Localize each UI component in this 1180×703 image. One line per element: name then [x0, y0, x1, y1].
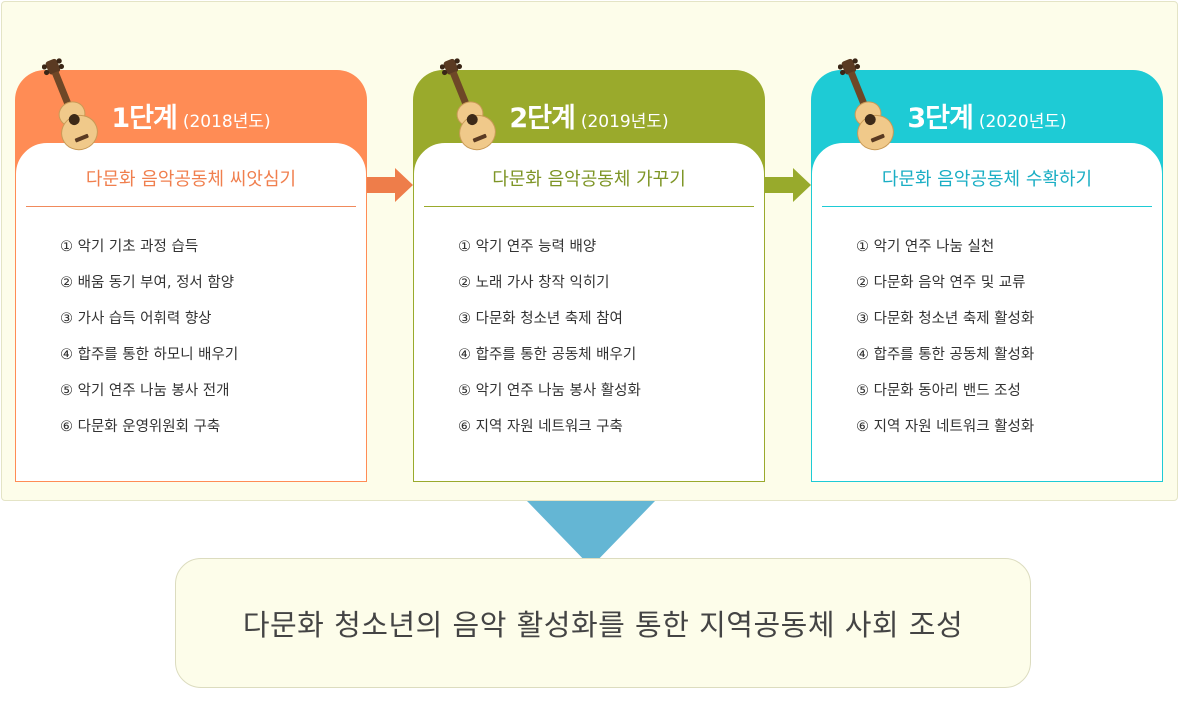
- ukulele-icon: [838, 58, 894, 151]
- list-item: ② 다문화 음악 연주 및 교류: [856, 275, 1026, 291]
- result-text: 다문화 청소년의 음악 활성화를 통한 지역공동체 사회 조성: [242, 608, 964, 642]
- stage-3-subtitle: 다문화 음악공동체 수확하기: [822, 165, 1152, 207]
- stage-2-level: 2단계: [509, 103, 575, 134]
- list-item: ⑤ 다문화 동아리 밴드 조성: [856, 383, 1021, 399]
- stage-3-year: (2020년도): [978, 112, 1067, 132]
- right-arrow-icon: [367, 168, 413, 202]
- list-item: ⑥ 다문화 운영위원회 구축: [60, 419, 221, 435]
- ukulele-icon: [440, 58, 496, 151]
- stage-2-subtitle: 다문화 음악공동체 가꾸기: [424, 165, 754, 207]
- list-item: ① 악기 기초 과정 습득: [60, 239, 199, 255]
- stage-2-body: 다문화 음악공동체 가꾸기 ① 악기 연주 능력 배양 ② 노래 가사 창작 익…: [413, 142, 765, 482]
- stage-1-body: 다문화 음악공동체 씨앗심기 ① 악기 기초 과정 습득 ② 배움 동기 부여,…: [15, 142, 367, 482]
- stage-3-body: 다문화 음악공동체 수확하기 ① 악기 연주 나눔 실천 ② 다문화 음악 연주…: [811, 142, 1163, 482]
- stage-1-title: 1단계(2018년도): [15, 96, 367, 135]
- stage-3-level: 3단계: [907, 103, 973, 134]
- stage-1-year: (2018년도): [182, 112, 271, 132]
- list-item: ① 악기 연주 나눔 실천: [856, 239, 995, 255]
- stage-3-card: 3단계(2020년도) 다문화 음악공동체 수확하기 ① 악기 연주 나눔 실천…: [811, 58, 1163, 482]
- stage-1-level: 1단계: [111, 103, 177, 134]
- list-item: ④ 합주를 통한 하모니 배우기: [60, 347, 239, 363]
- list-item: ⑤ 악기 연주 나눔 봉사 전개: [60, 383, 230, 399]
- list-item: ⑤ 악기 연주 나눔 봉사 활성화: [458, 383, 641, 399]
- result-box: 다문화 청소년의 음악 활성화를 통한 지역공동체 사회 조성: [175, 558, 1031, 688]
- right-arrow-icon: [765, 168, 811, 202]
- stage-3-list: ① 악기 연주 나눔 실천 ② 다문화 음악 연주 및 교류 ③ 다문화 청소년…: [856, 237, 1034, 453]
- list-item: ① 악기 연주 능력 배양: [458, 239, 597, 255]
- list-item: ④ 합주를 통한 공동체 배우기: [458, 347, 637, 363]
- stage-1-list: ① 악기 기초 과정 습득 ② 배움 동기 부여, 정서 함양 ③ 가사 습득 …: [60, 237, 238, 453]
- list-item: ⑥ 지역 자원 네트워크 활성화: [856, 419, 1035, 435]
- stage-1-card: 1단계(2018년도) 다문화 음악공동체 씨앗심기 ① 악기 기초 과정 습득…: [15, 58, 367, 482]
- list-item: ④ 합주를 통한 공동체 활성화: [856, 347, 1035, 363]
- stage-2-year: (2019년도): [580, 112, 669, 132]
- down-arrow-icon: [527, 501, 655, 567]
- stage-3-title: 3단계(2020년도): [811, 96, 1163, 135]
- ukulele-icon: [42, 58, 98, 151]
- list-item: ⑥ 지역 자원 네트워크 구축: [458, 419, 623, 435]
- stage-2-list: ① 악기 연주 능력 배양 ② 노래 가사 창작 익히기 ③ 다문화 청소년 축…: [458, 237, 641, 453]
- list-item: ③ 다문화 청소년 축제 활성화: [856, 311, 1035, 327]
- stage-1-subtitle: 다문화 음악공동체 씨앗심기: [26, 165, 356, 207]
- stage-2-title: 2단계(2019년도): [413, 96, 765, 135]
- stage-2-card: 2단계(2019년도) 다문화 음악공동체 가꾸기 ① 악기 연주 능력 배양 …: [413, 58, 765, 482]
- list-item: ② 배움 동기 부여, 정서 함양: [60, 275, 235, 291]
- list-item: ③ 가사 습득 어휘력 향상: [60, 311, 212, 327]
- list-item: ② 노래 가사 창작 익히기: [458, 275, 610, 291]
- list-item: ③ 다문화 청소년 축제 참여: [458, 311, 623, 327]
